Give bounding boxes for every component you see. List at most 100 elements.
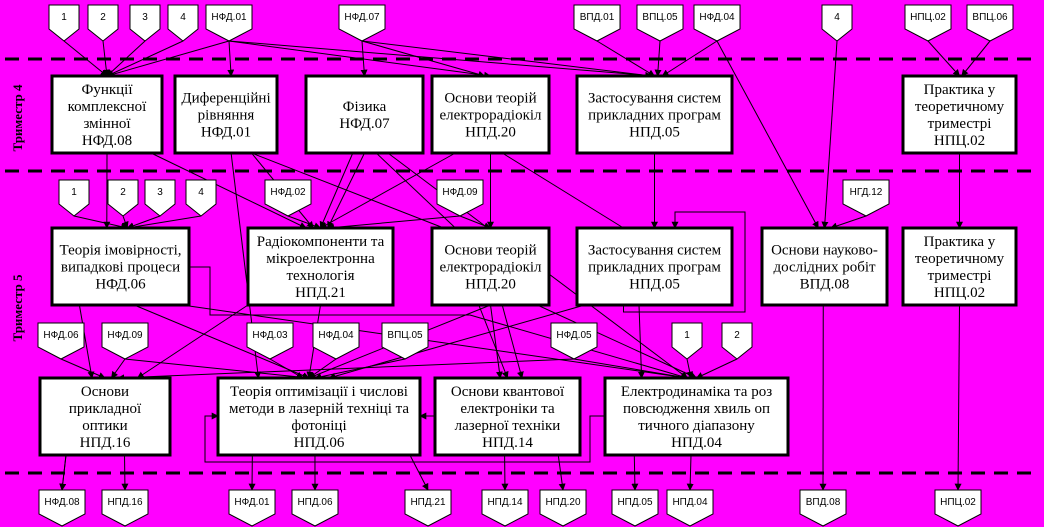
course-tag-t-mid-2: 2: [107, 179, 139, 217]
course-title-line: Диференційні: [181, 91, 270, 107]
course-title-line: технологія: [286, 268, 354, 284]
connector-line: [361, 40, 653, 79]
course-title-line: Радіокомпоненти та: [257, 234, 385, 250]
course-box-b5-2[interactable]: Радіокомпоненти тамікроелектроннатехноло…: [246, 226, 395, 307]
tag-label: НПД.05: [617, 497, 653, 508]
course-code: НФД.07: [339, 116, 390, 132]
connector-line: [927, 40, 960, 77]
tag-shape: [842, 179, 890, 217]
course-box-frame: [575, 74, 734, 155]
connector-line: [686, 454, 694, 491]
tag-label: НФД.08: [44, 497, 80, 508]
course-title-line: Застосування систем: [588, 91, 722, 107]
course-tag-t-low-nfd04: НФД.04: [312, 322, 360, 360]
course-title-line: дослідних робіт: [773, 260, 876, 276]
course-tag-t-top-vpc05: ВПЦ.05: [636, 4, 684, 42]
connector-line: [308, 358, 337, 379]
course-title-line: рівняння: [198, 108, 255, 124]
course-tag-t-top-nfd01: НФД.01: [205, 4, 253, 42]
tag-shape: [185, 179, 217, 217]
tag-label: НФД.01: [211, 12, 247, 23]
tag-shape: [48, 4, 80, 42]
course-tag-t-low-nfd03: НФД.03: [246, 322, 294, 360]
connector-line: [269, 358, 304, 379]
course-box-frame: [430, 226, 551, 307]
tag-label: НФД.04: [699, 12, 735, 23]
connector-line: [106, 40, 230, 78]
connector-line: [126, 215, 161, 230]
tag-label: 3: [142, 12, 148, 23]
tag-label: НПД.14: [487, 497, 523, 508]
tag-label: НФД.02: [270, 187, 306, 198]
course-title-line: Функції: [81, 82, 133, 98]
course-box-b5-1[interactable]: Теорія імовірності,випадкові процесиНФД.…: [50, 226, 191, 307]
tag-label: ВПЦ.05: [642, 12, 678, 23]
connector-line: [631, 454, 639, 491]
connector-line: [117, 358, 575, 382]
course-tag-o-npd06: НПД.06: [291, 489, 339, 527]
course-tag-t-low-nfd09: НФД.09: [101, 322, 149, 360]
connector-line: [821, 40, 838, 229]
connector-line: [319, 152, 354, 229]
course-tag-o-npd20: НПД.20: [539, 489, 587, 527]
connector-line: [623, 211, 746, 313]
course-code: НПД.05: [629, 277, 680, 293]
tag-label: НФД.04: [318, 330, 354, 341]
course-tag-t-mid-3: 3: [144, 179, 176, 217]
course-code: НПД.20: [465, 277, 516, 293]
connector-line: [360, 40, 368, 77]
connector-line: [204, 412, 605, 463]
course-title-line: Основи квантової: [451, 384, 565, 400]
course-code: НПД.20: [465, 125, 516, 141]
tag-label: 1: [684, 330, 690, 341]
connector-line: [637, 304, 645, 379]
connector-line: [314, 358, 406, 381]
course-tag-o-nfd01: НФД.01: [228, 489, 276, 527]
tag-shape: [205, 4, 253, 42]
tag-label: 2: [100, 12, 106, 23]
course-code: НПД.04: [671, 435, 722, 451]
course-box-frame: [173, 74, 279, 155]
connector-line: [228, 40, 656, 79]
tag-shape: [291, 489, 339, 527]
course-title-line: Основи науково-: [771, 243, 878, 259]
connector-line: [716, 40, 819, 229]
connector-line: [189, 266, 689, 380]
connector-line: [490, 304, 503, 379]
tag-label: 2: [734, 330, 740, 341]
course-title-line: прикладних програм: [588, 108, 721, 124]
course-title-line: випадкові процеси: [61, 260, 180, 276]
course-tag-t-top-3: 3: [129, 4, 161, 42]
course-tag-t-mid-ngd12: НГД.12: [842, 179, 890, 217]
tag-shape: [550, 322, 598, 360]
course-tag-t-low-nfd05: НФД.05: [550, 322, 598, 360]
course-title-line: повсюдження хвиль оп: [623, 401, 770, 417]
connector-line: [78, 304, 95, 379]
tag-label: НФД.01: [234, 497, 270, 508]
course-title-line: теоретичному: [915, 251, 1005, 267]
tag-label: НФД.06: [43, 330, 79, 341]
course-title-line: Застосування систем: [588, 243, 722, 259]
course-title-line: Основи теорій: [444, 91, 536, 107]
tag-label: ВПЦ.06: [972, 12, 1008, 23]
course-box-frame: [430, 74, 551, 155]
connector-line: [695, 358, 738, 379]
course-tag-t-mid-nfd02: НФД.02: [264, 179, 312, 217]
course-tag-t-top-nfd04: НФД.04: [693, 4, 741, 42]
tag-shape: [666, 489, 714, 527]
